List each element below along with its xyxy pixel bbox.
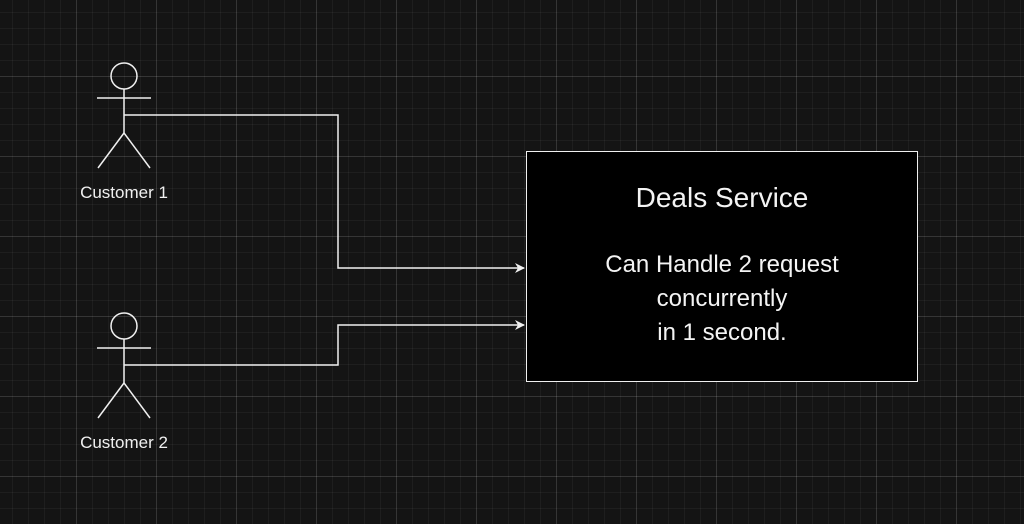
- description-line-3: in 1 second.: [657, 319, 787, 346]
- customer-1-actor-icon: [97, 62, 151, 169]
- customer-2-actor-icon: [97, 312, 151, 419]
- deals-service-title: Deals Service: [635, 182, 809, 213]
- customer-1-label: Customer 1: [80, 183, 168, 202]
- description-line-2: concurrently: [656, 285, 788, 312]
- description-line-1: Can Handle 2 request: [605, 251, 839, 278]
- deals-service-description: Can Handle 2 request concurrently in 1 s…: [605, 248, 838, 350]
- customer-2-label: Customer 2: [80, 433, 168, 452]
- customer-2-connector-arrow: [124, 320, 525, 366]
- deals-service-box[interactable]: Deals Service Can Handle 2 request concu…: [526, 151, 918, 382]
- customer-1-connector-arrow: [124, 114, 525, 273]
